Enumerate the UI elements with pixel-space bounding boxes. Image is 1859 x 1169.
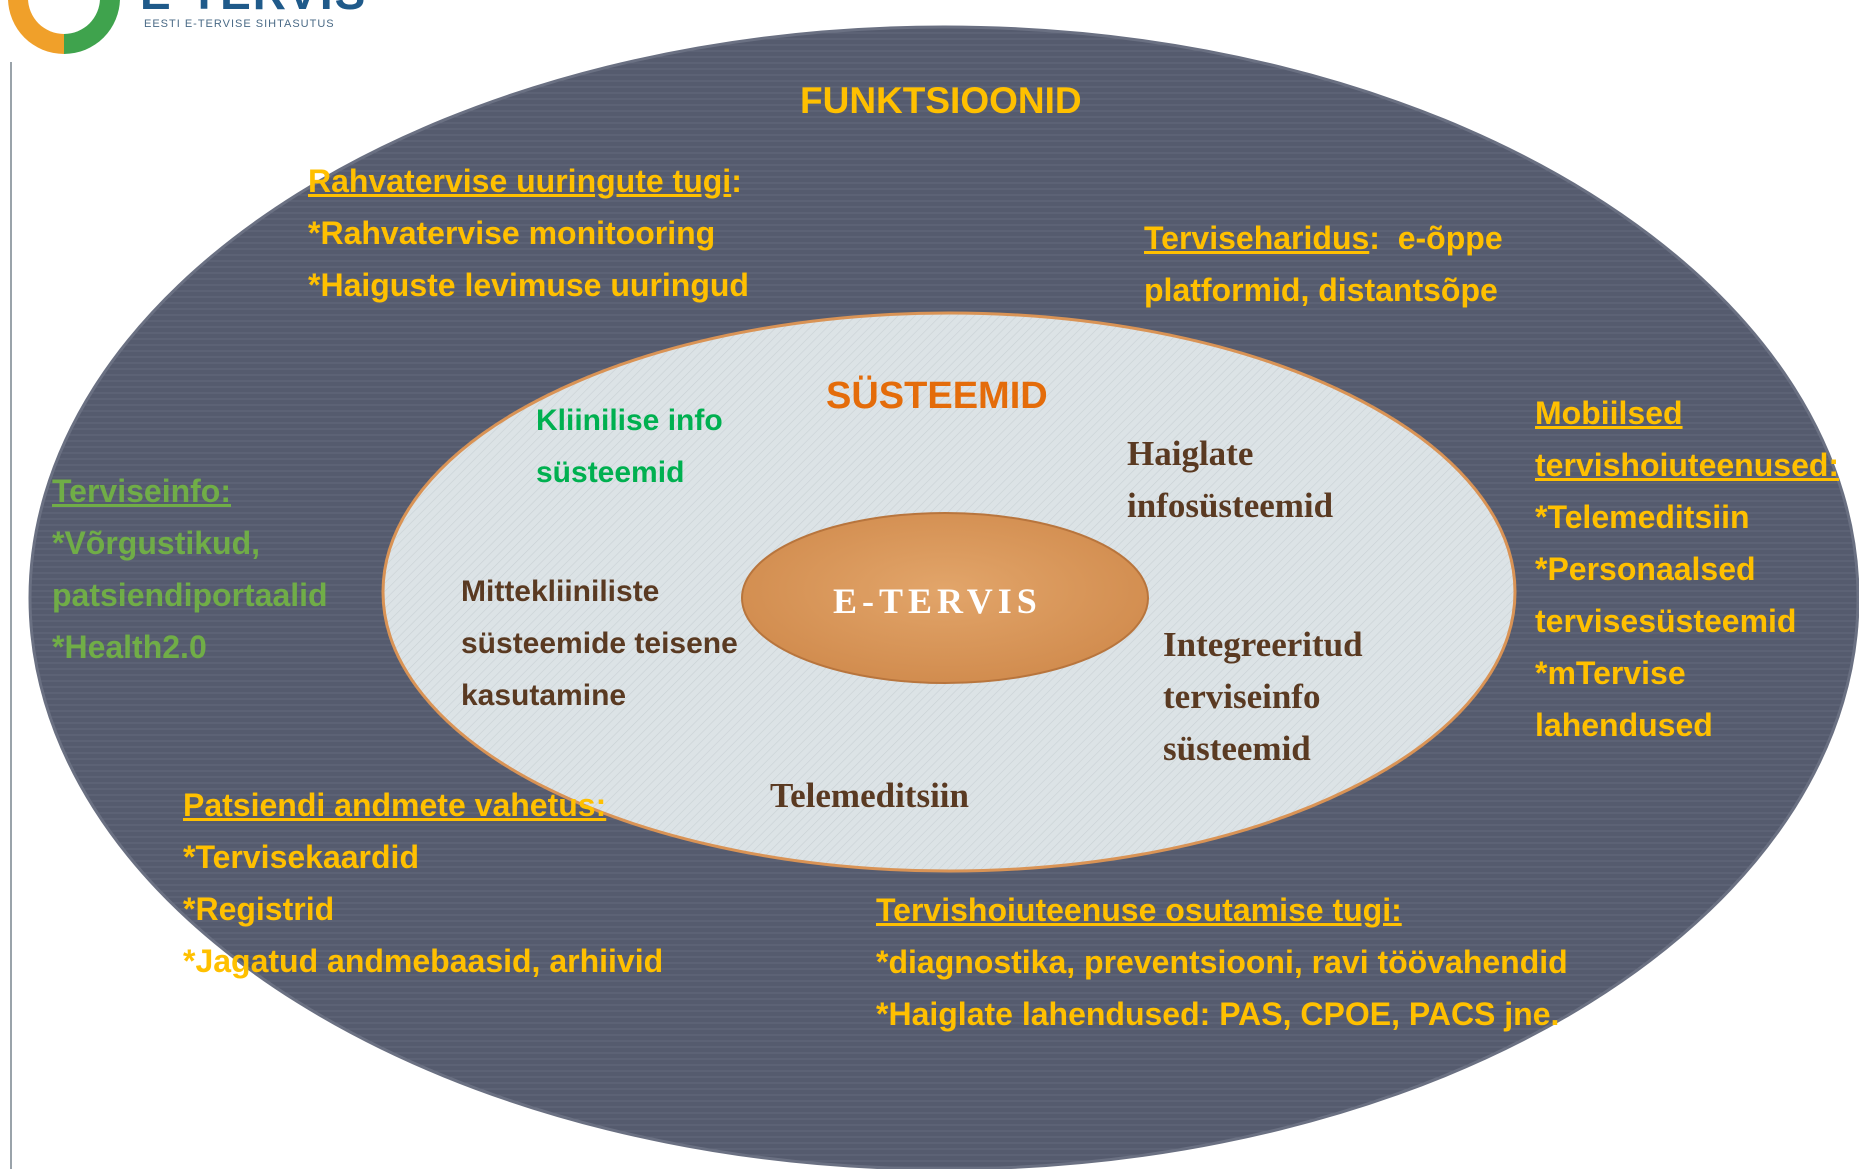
- integrated-health-info-systems: Integreeritud terviseinfo süsteemid: [1163, 625, 1363, 768]
- telemedicine: Telemeditsiin: [770, 776, 969, 815]
- mobile-item: *Telemeditsiin: [1535, 499, 1750, 535]
- core-ellipse-e-tervis: [741, 512, 1149, 684]
- patient-data-item: *Registrid: [183, 891, 335, 927]
- public-health-research-support: Rahvatervise uuringute tugi: *Rahvatervi…: [308, 155, 749, 311]
- care-support-item: *diagnostika, preventsiooni, ravi töövah…: [876, 944, 1568, 980]
- mobile-heading: Mobiilsed: [1535, 395, 1683, 431]
- health-education: Terviseharidus: e-õppe platformid, dista…: [1144, 220, 1503, 308]
- care-support-item: *Haiglate lahendused: PAS, CPOE, PACS jn…: [876, 996, 1560, 1032]
- core-label-e-tervis: E-TERVIS: [833, 581, 1042, 621]
- left-divider-line: [10, 62, 12, 1169]
- logo-title: E-TERVIS: [140, 0, 367, 16]
- public-health-heading: Rahvatervise uuringute tugi: [308, 163, 732, 199]
- health-info-heading: Terviseinfo:: [52, 473, 231, 509]
- logo-subtitle: EESTI E-TERVISE SIHTASUTUS: [144, 18, 335, 30]
- health-info: Terviseinfo: *Võrgustikud, patsiendiport…: [52, 465, 328, 673]
- inner-title-systems: SÜSTEEMID: [826, 375, 1048, 417]
- mobile-item: tervisesüsteemid: [1535, 603, 1797, 639]
- clinical-info-systems: Kliinilise info süsteemid: [536, 404, 723, 489]
- patient-data-item: *Tervisekaardid: [183, 839, 419, 875]
- health-info-item: patsiendiportaalid: [52, 577, 328, 613]
- patient-data-heading: Patsiendi andmete vahetus:: [183, 787, 607, 823]
- mobile-item: lahendused: [1535, 707, 1713, 743]
- public-health-item: *Rahvatervise monitooring: [308, 215, 716, 251]
- health-education-heading: Terviseharidus: [1144, 220, 1370, 256]
- care-support-heading: Tervishoiuteenuse osutamise tugi:: [876, 892, 1402, 928]
- care-delivery-support: Tervishoiuteenuse osutamise tugi: *diagn…: [876, 884, 1568, 1040]
- patient-data-item: *Jagatud andmebaasid, arhiivid: [183, 943, 664, 979]
- nonclinical-secondary-use: Mittekliiniliste süsteemide teisene kasu…: [461, 575, 738, 712]
- outer-title-functions: FUNKTSIOONID: [800, 80, 1082, 121]
- health-info-item: *Health2.0: [52, 629, 207, 665]
- mobile-health-services: Mobiilsed tervishoiuteenused: *Telemedit…: [1535, 387, 1839, 751]
- mobile-item: *Personaalsed: [1535, 551, 1756, 587]
- patient-data-exchange: Patsiendi andmete vahetus: *Tervisekaard…: [183, 779, 663, 987]
- mobile-item: *mTervise: [1535, 655, 1686, 691]
- hospital-info-systems: Haiglate infosüsteemid: [1127, 434, 1334, 525]
- public-health-item: *Haiguste levimuse uuringud: [308, 267, 749, 303]
- logo: E-TERVIS EESTI E-TERVISE SIHTASUTUS: [0, 0, 420, 60]
- mobile-heading: tervishoiuteenused:: [1535, 447, 1840, 483]
- health-info-item: *Võrgustikud,: [52, 525, 261, 561]
